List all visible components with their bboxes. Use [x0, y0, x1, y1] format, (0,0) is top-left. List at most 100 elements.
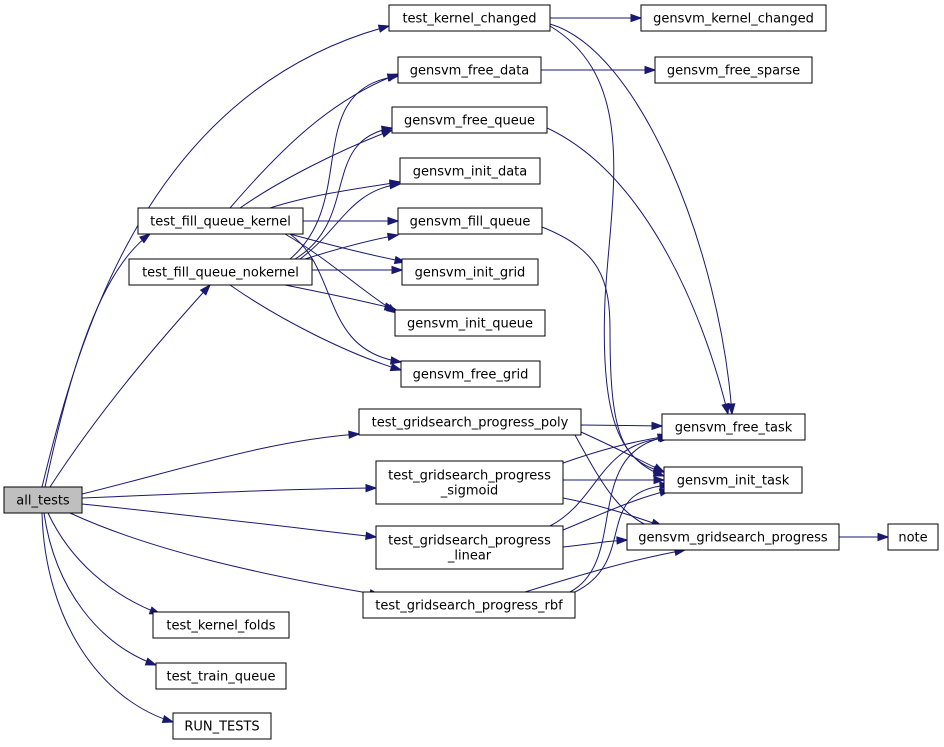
edge-all-tests-to-test-fill-queue-nokernel: [49, 284, 211, 488]
node-gensvm-free-queue[interactable]: gensvm_free_queue: [391, 106, 548, 134]
edge-all-tests-to-test-kernel-folds: [47, 512, 161, 615]
edge-test-fill-queue-kernel-to-gensvm-free-grid: [289, 233, 402, 363]
node-gensvm-init-task[interactable]: gensvm_init_task: [663, 466, 803, 494]
edge-all-tests-to-test-gridsearch-progress-rbf: [69, 512, 381, 596]
node-gensvm-free-sparse[interactable]: gensvm_free_sparse: [654, 56, 813, 84]
node-label-gensvm-init-data: gensvm_init_data: [413, 165, 527, 180]
edge-test-fill-queue-kernel-to-gensvm-init-queue: [284, 233, 398, 314]
node-test-gridsearch-progress-sigmoid[interactable]: test_gridsearch_progress_sigmoid: [375, 460, 564, 505]
node-label-test-gridsearch-progress-rbf: test_gridsearch_progress_rbf: [375, 599, 563, 614]
node-gensvm-gridsearch-progress[interactable]: gensvm_gridsearch_progress: [626, 523, 840, 551]
node-note[interactable]: note: [887, 523, 939, 551]
edge-all-tests-to-test-gridsearch-progress-sigmoid: [81, 487, 377, 499]
arrowhead-all-tests-to-run-tests: [161, 714, 175, 723]
edge-test-fill-queue-nokernel-to-gensvm-free-grid: [229, 284, 402, 371]
node-label-test-train-queue: test_train_queue: [167, 670, 276, 685]
edge-test-gridsearch-progress-rbf-to-gensvm-free-task: [569, 435, 671, 593]
arrowhead-gensvm-gridsearch-progress-to-note: [877, 532, 890, 542]
node-label-gensvm-kernel-changed: gensvm_kernel_changed: [653, 12, 814, 27]
node-label-gensvm-init-queue: gensvm_init_queue: [407, 317, 533, 332]
node-test-fill-queue-kernel[interactable]: test_fill_queue_kernel: [137, 207, 304, 235]
node-gensvm-free-task[interactable]: gensvm_free_task: [661, 413, 806, 441]
edge-test-fill-queue-nokernel-to-gensvm-free-data: [289, 75, 399, 260]
edge-all-tests-to-test-gridsearch-progress-poly: [81, 433, 360, 495]
arrowhead-test-fill-queue-nokernel-to-gensvm-init-queue: [383, 302, 397, 311]
edge-test-fill-queue-kernel-to-gensvm-init-data: [269, 181, 401, 209]
node-box-gensvm-gridsearch-progress: [626, 523, 840, 551]
node-gensvm-init-queue[interactable]: gensvm_init_queue: [394, 309, 546, 337]
node-test-fill-queue-nokernel[interactable]: test_fill_queue_nokernel: [128, 258, 313, 286]
node-box-gensvm-free-data: [397, 56, 542, 84]
node-box-gensvm-free-grid: [400, 360, 541, 388]
arrowhead-all-tests-to-test-kernel-changed: [377, 24, 391, 33]
arrowhead-test-gridsearch-progress-poly-to-gensvm-free-task: [651, 421, 664, 431]
node-label-gensvm-free-grid: gensvm_free_grid: [413, 368, 529, 383]
node-test-gridsearch-progress-rbf[interactable]: test_gridsearch_progress_rbf: [362, 591, 576, 619]
node-gensvm-fill-queue[interactable]: gensvm_fill_queue: [397, 207, 543, 235]
node-label-test-gridsearch-progress-linear-line-2: _linear: [447, 549, 492, 564]
edge-all-tests-to-test-fill-queue-kernel: [44, 233, 151, 488]
node-box-run-tests: [172, 712, 272, 740]
node-box-test-fill-queue-nokernel: [128, 258, 313, 286]
arrowhead-all-tests-to-test-fill-queue-kernel: [139, 233, 152, 244]
node-label-test-gridsearch-progress-poly: test_gridsearch_progress_poly: [372, 416, 569, 431]
edge-test-gridsearch-progress-poly-to-gensvm-free-task: [580, 424, 663, 427]
edge-all-tests-to-test-kernel-changed: [41, 25, 390, 488]
edge-test-gridsearch-progress-sigmoid-to-gensvm-free-task: [562, 435, 669, 464]
node-label-test-kernel-folds: test_kernel_folds: [166, 619, 275, 634]
edge-test-gridsearch-progress-rbf-to-gensvm-init-task: [574, 484, 671, 593]
node-box-test-fill-queue-kernel: [137, 207, 304, 235]
arrowhead-test-fill-queue-nokernel-to-gensvm-free-data: [387, 73, 400, 82]
node-gensvm-free-data[interactable]: gensvm_free_data: [397, 56, 542, 84]
arrowhead-test-fill-queue-nokernel-to-gensvm-init-grid: [391, 265, 404, 275]
arrowhead-test-gridsearch-progress-sigmoid-to-gensvm-init-task: [653, 475, 666, 485]
node-box-test-gridsearch-progress-sigmoid: [375, 460, 564, 505]
arrowhead-all-tests-to-test-train-queue: [144, 657, 158, 666]
nodes-layer: all_tests test_kernel_changed gensvm_kerne…: [3, 4, 939, 740]
node-test-gridsearch-progress-linear[interactable]: test_gridsearch_progress_linear: [375, 525, 564, 570]
node-label-gensvm-free-queue: gensvm_free_queue: [404, 114, 535, 129]
edge-test-gridsearch-progress-linear-to-gensvm-init-task: [562, 489, 671, 531]
arrowhead-test-kernel-changed-to-gensvm-kernel-changed: [630, 13, 643, 23]
node-gensvm-init-grid[interactable]: gensvm_init_grid: [401, 258, 539, 286]
node-box-test-kernel-folds: [152, 611, 290, 639]
arrowhead-test-fill-queue-kernel-to-gensvm-free-grid: [389, 356, 403, 365]
node-test-kernel-folds[interactable]: test_kernel_folds: [152, 611, 290, 639]
node-box-gensvm-free-queue: [391, 106, 548, 134]
edge-test-fill-queue-kernel-to-gensvm-free-data: [229, 73, 399, 209]
node-label-run-tests: RUN_TESTS: [184, 720, 259, 735]
node-all-tests[interactable]: all_tests: [3, 486, 83, 514]
node-box-gensvm-init-grid: [401, 258, 539, 286]
node-box-test-gridsearch-progress-poly: [358, 408, 582, 436]
node-label-test-gridsearch-progress-sigmoid-line-2: _sigmoid: [440, 484, 499, 499]
node-test-kernel-changed[interactable]: test_kernel_changed: [388, 4, 551, 32]
arrowhead-test-fill-queue-kernel-to-gensvm-fill-queue: [387, 216, 400, 226]
node-gensvm-free-grid[interactable]: gensvm_free_grid: [400, 360, 541, 388]
node-box-gensvm-fill-queue: [397, 207, 543, 235]
edge-test-fill-queue-nokernel-to-gensvm-init-data: [299, 183, 401, 260]
node-gensvm-kernel-changed[interactable]: gensvm_kernel_changed: [640, 4, 827, 32]
node-label-all-tests: all_tests: [16, 494, 70, 509]
arrowhead-test-fill-queue-nokernel-to-gensvm-fill-queue: [386, 232, 400, 241]
edge-test-fill-queue-nokernel-to-gensvm-free-queue: [294, 127, 393, 260]
node-gensvm-init-data[interactable]: gensvm_init_data: [399, 157, 541, 185]
edge-all-tests-to-test-train-queue: [43, 512, 157, 666]
arrowhead-all-tests-to-test-gridsearch-progress-sigmoid: [365, 483, 378, 493]
arrowhead-test-gridsearch-progress-linear-to-gensvm-gridsearch-progress: [616, 536, 629, 545]
node-label-gensvm-free-data: gensvm_free_data: [410, 64, 530, 79]
node-box-all-tests: [3, 486, 83, 514]
node-box-gensvm-kernel-changed: [640, 4, 827, 32]
arrowhead-all-tests-to-test-gridsearch-progress-poly: [348, 430, 361, 439]
node-test-train-queue[interactable]: test_train_queue: [155, 662, 287, 690]
node-label-gensvm-gridsearch-progress: gensvm_gridsearch_progress: [638, 531, 828, 546]
node-run-tests[interactable]: RUN_TESTS: [172, 712, 272, 740]
arrowhead-test-fill-queue-nokernel-to-gensvm-free-queue: [380, 125, 394, 134]
node-test-gridsearch-progress-poly[interactable]: test_gridsearch_progress_poly: [358, 408, 582, 436]
node-box-gensvm-init-queue: [394, 309, 546, 337]
node-box-test-train-queue: [155, 662, 287, 690]
node-box-gensvm-init-data: [399, 157, 541, 185]
node-box-test-gridsearch-progress-rbf: [362, 591, 576, 619]
node-label-test-gridsearch-progress-sigmoid-line-1: test_gridsearch_progress: [388, 469, 551, 484]
edges-layer: [41, 13, 890, 723]
